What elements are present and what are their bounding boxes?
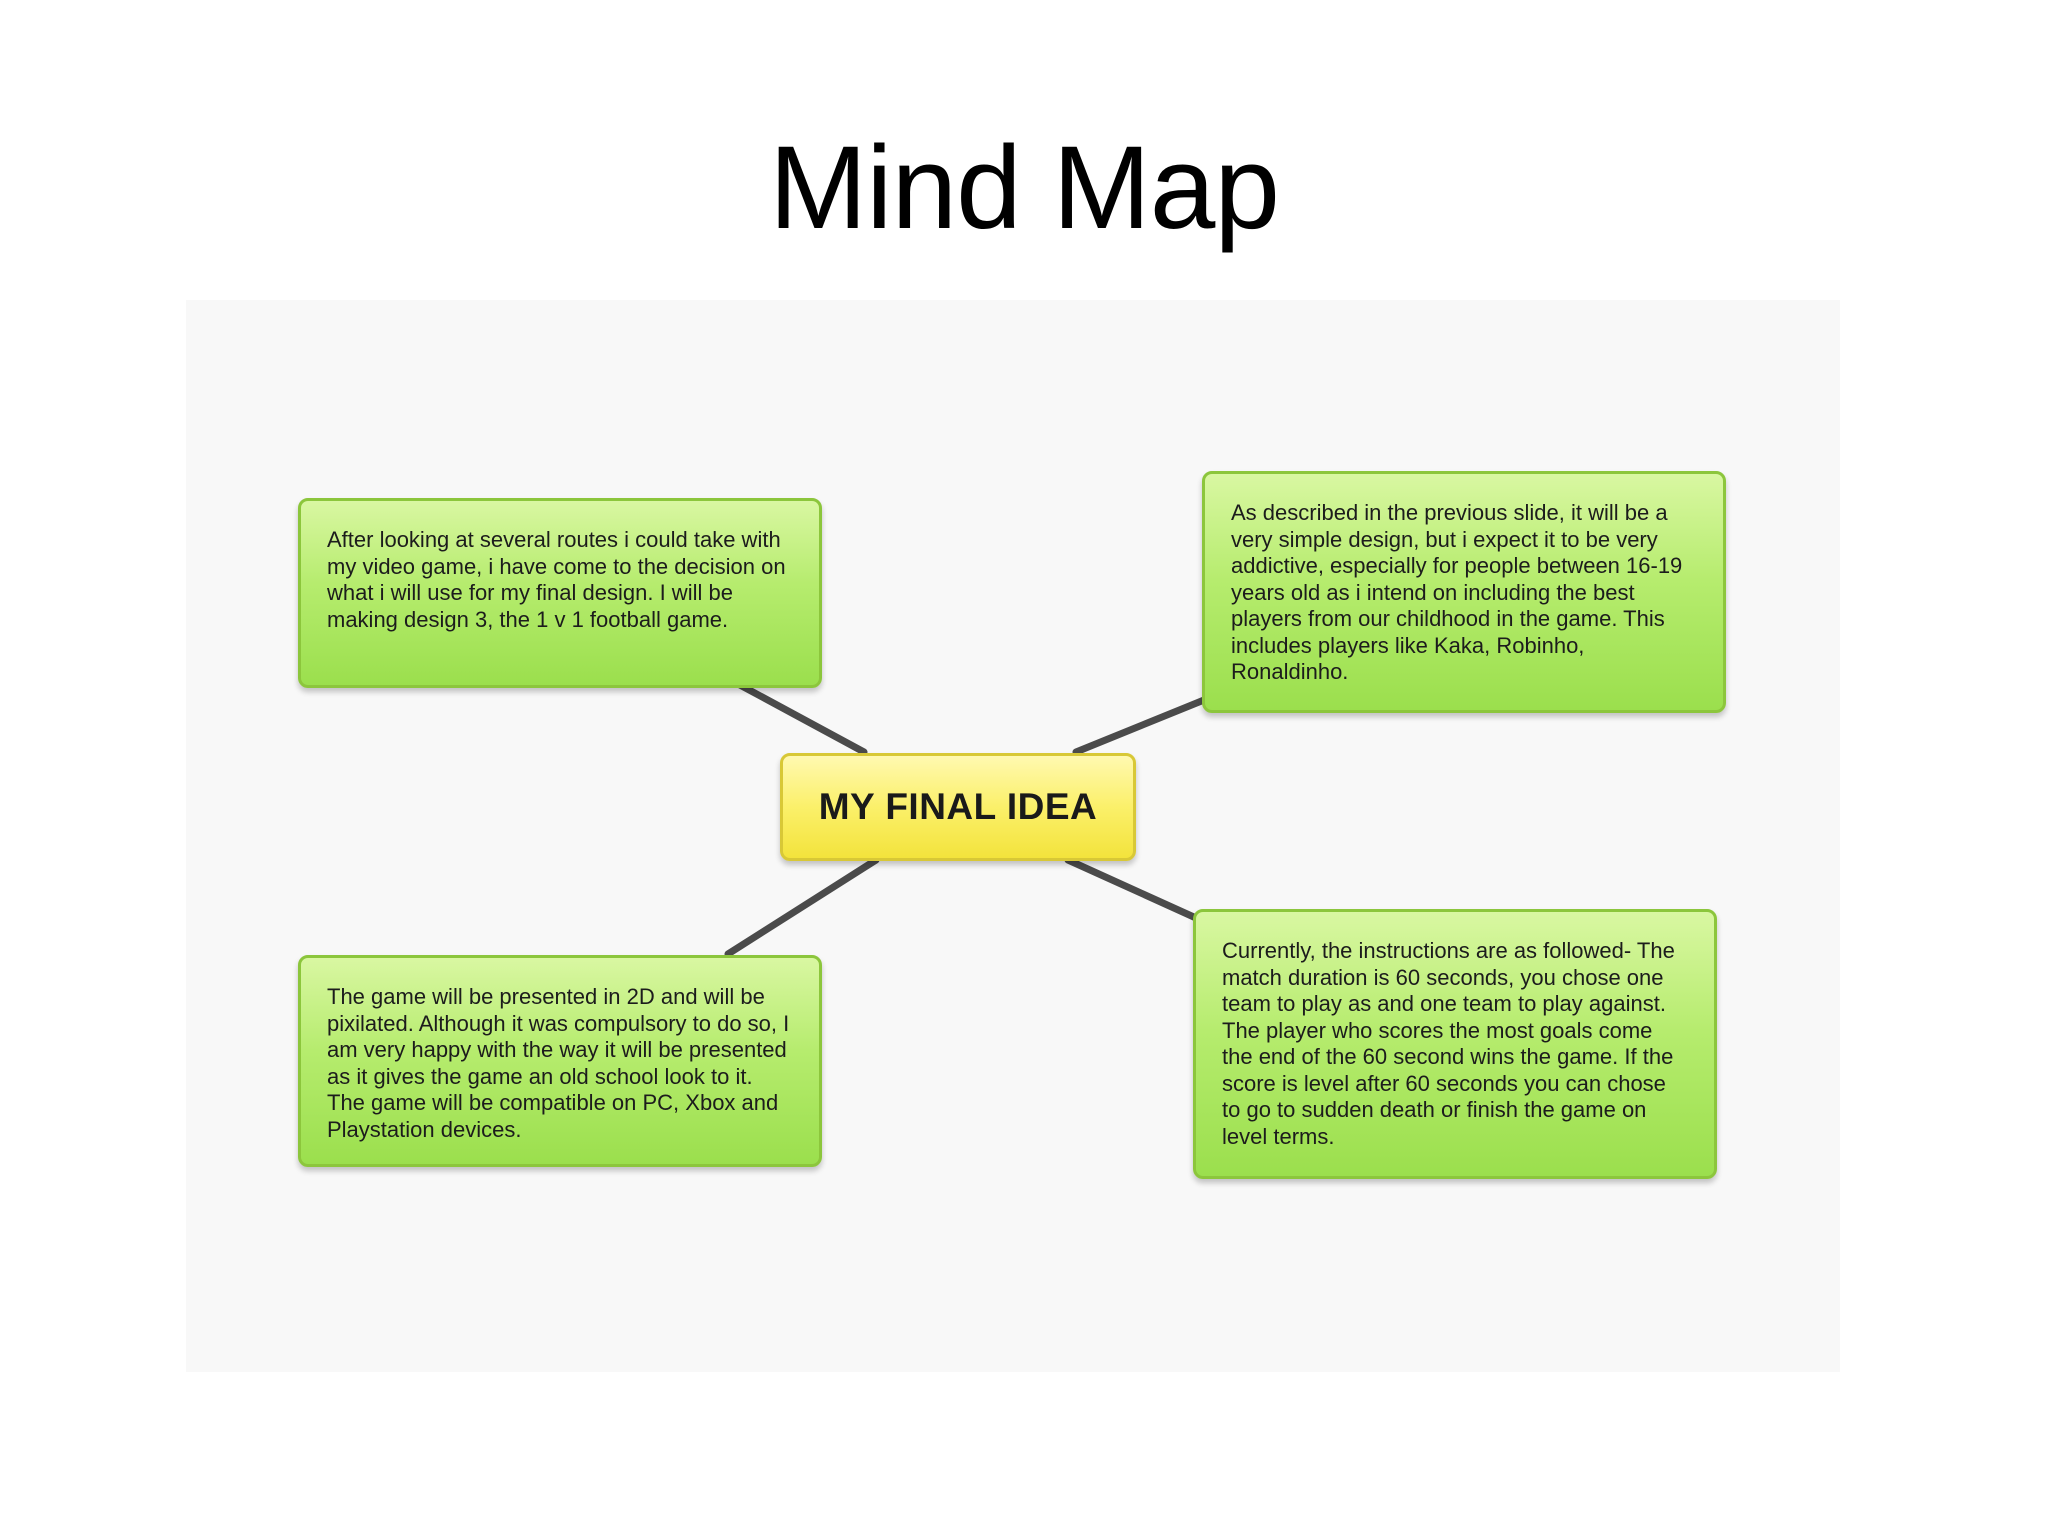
branch-node-text: As described in the previous slide, it w… bbox=[1231, 500, 1683, 684]
connector-bottom-left bbox=[724, 856, 880, 958]
connector-top-left bbox=[736, 681, 868, 756]
branch-node-text: After looking at several routes i could … bbox=[327, 527, 786, 632]
branch-node-top-right[interactable]: As described in the previous slide, it w… bbox=[1202, 471, 1726, 713]
central-node[interactable]: MY FINAL IDEA bbox=[780, 753, 1136, 861]
connector-top-right bbox=[1072, 696, 1208, 756]
branch-node-text: Currently, the instructions are as follo… bbox=[1222, 938, 1675, 1149]
branch-node-top-left[interactable]: After looking at several routes i could … bbox=[298, 498, 822, 688]
slide-title: Mind Map bbox=[768, 122, 1280, 254]
connector-bottom-right bbox=[1064, 856, 1200, 922]
branch-node-bottom-left[interactable]: The game will be presented in 2D and wil… bbox=[298, 955, 822, 1167]
branch-node-text: The game will be presented in 2D and wil… bbox=[327, 984, 790, 1142]
branch-node-bottom-right[interactable]: Currently, the instructions are as follo… bbox=[1193, 909, 1717, 1179]
central-node-label: MY FINAL IDEA bbox=[818, 786, 1098, 827]
connector-layer bbox=[724, 681, 1208, 958]
mind-map-canvas: After looking at several routes i could … bbox=[186, 300, 1840, 1372]
